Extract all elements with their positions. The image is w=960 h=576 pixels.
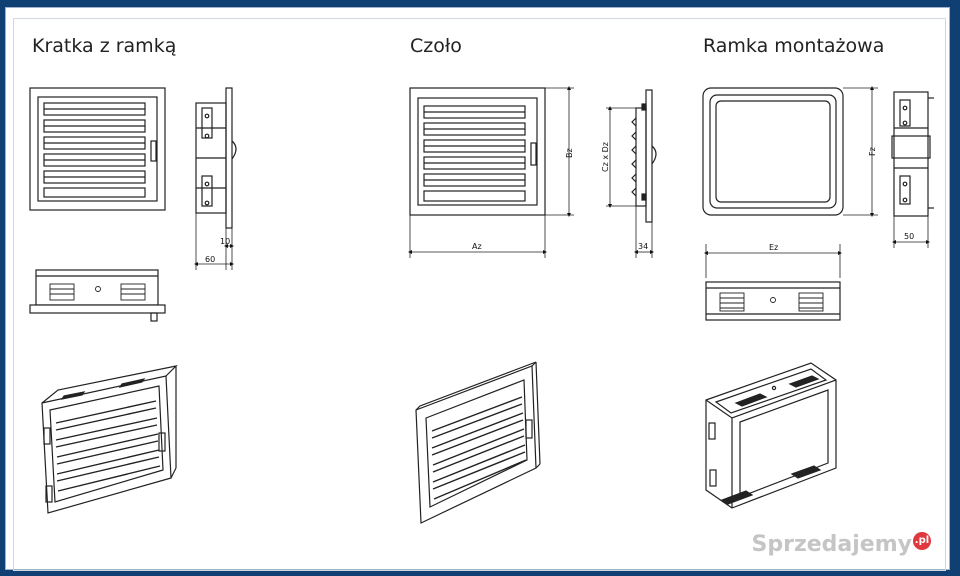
watermark-suffix: .pl xyxy=(913,532,931,550)
front-isometric-view xyxy=(415,361,541,524)
front-front-view xyxy=(409,87,546,216)
grille-front-view xyxy=(29,87,166,211)
dim-label-fz: Fz xyxy=(868,147,877,156)
front-side-view xyxy=(631,89,657,223)
frame-top-dimensions xyxy=(704,244,842,278)
grille-handle xyxy=(150,140,157,162)
grille-top-view xyxy=(29,269,166,322)
frame-top-view xyxy=(705,281,841,321)
dim-label-ez: Ez xyxy=(769,243,778,252)
grille-side-view xyxy=(195,87,237,229)
frame-front-dimensions xyxy=(843,86,878,217)
grille-louvers xyxy=(43,102,146,198)
dim-label-60: 60 xyxy=(205,255,215,264)
technical-drawing: 10 60 Az Bz Cz x Dz 34 Ez Fz 50 xyxy=(29,86,934,524)
watermark-text: Sprzedajemy xyxy=(751,532,913,557)
title-grille-with-frame: Kratka z ramką xyxy=(32,35,177,57)
watermark: Sprzedajemy.pl xyxy=(751,532,931,557)
grille-depth-dimensions xyxy=(194,213,234,270)
title-front: Czoło xyxy=(410,35,462,57)
dim-label-cz-dz: Cz x Dz xyxy=(601,142,610,172)
front-dimensions xyxy=(408,86,574,258)
dim-label-az: Az xyxy=(472,242,482,251)
grille-isometric-view xyxy=(41,365,178,514)
dim-label-34: 34 xyxy=(638,242,648,251)
dim-label-50: 50 xyxy=(904,232,914,241)
frame-side-view xyxy=(891,91,934,217)
frame-isometric-view xyxy=(705,362,837,509)
drawing-sheet: Kratka z ramką Czoło Ramka montażowa xyxy=(5,7,950,571)
front-side-dimensions xyxy=(606,106,654,258)
frame-side-dimensions xyxy=(892,216,930,248)
dim-label-10: 10 xyxy=(220,237,230,246)
title-mounting-frame: Ramka montażowa xyxy=(703,35,885,57)
frame-front-view xyxy=(702,87,844,216)
dim-label-bz: Bz xyxy=(565,148,574,158)
